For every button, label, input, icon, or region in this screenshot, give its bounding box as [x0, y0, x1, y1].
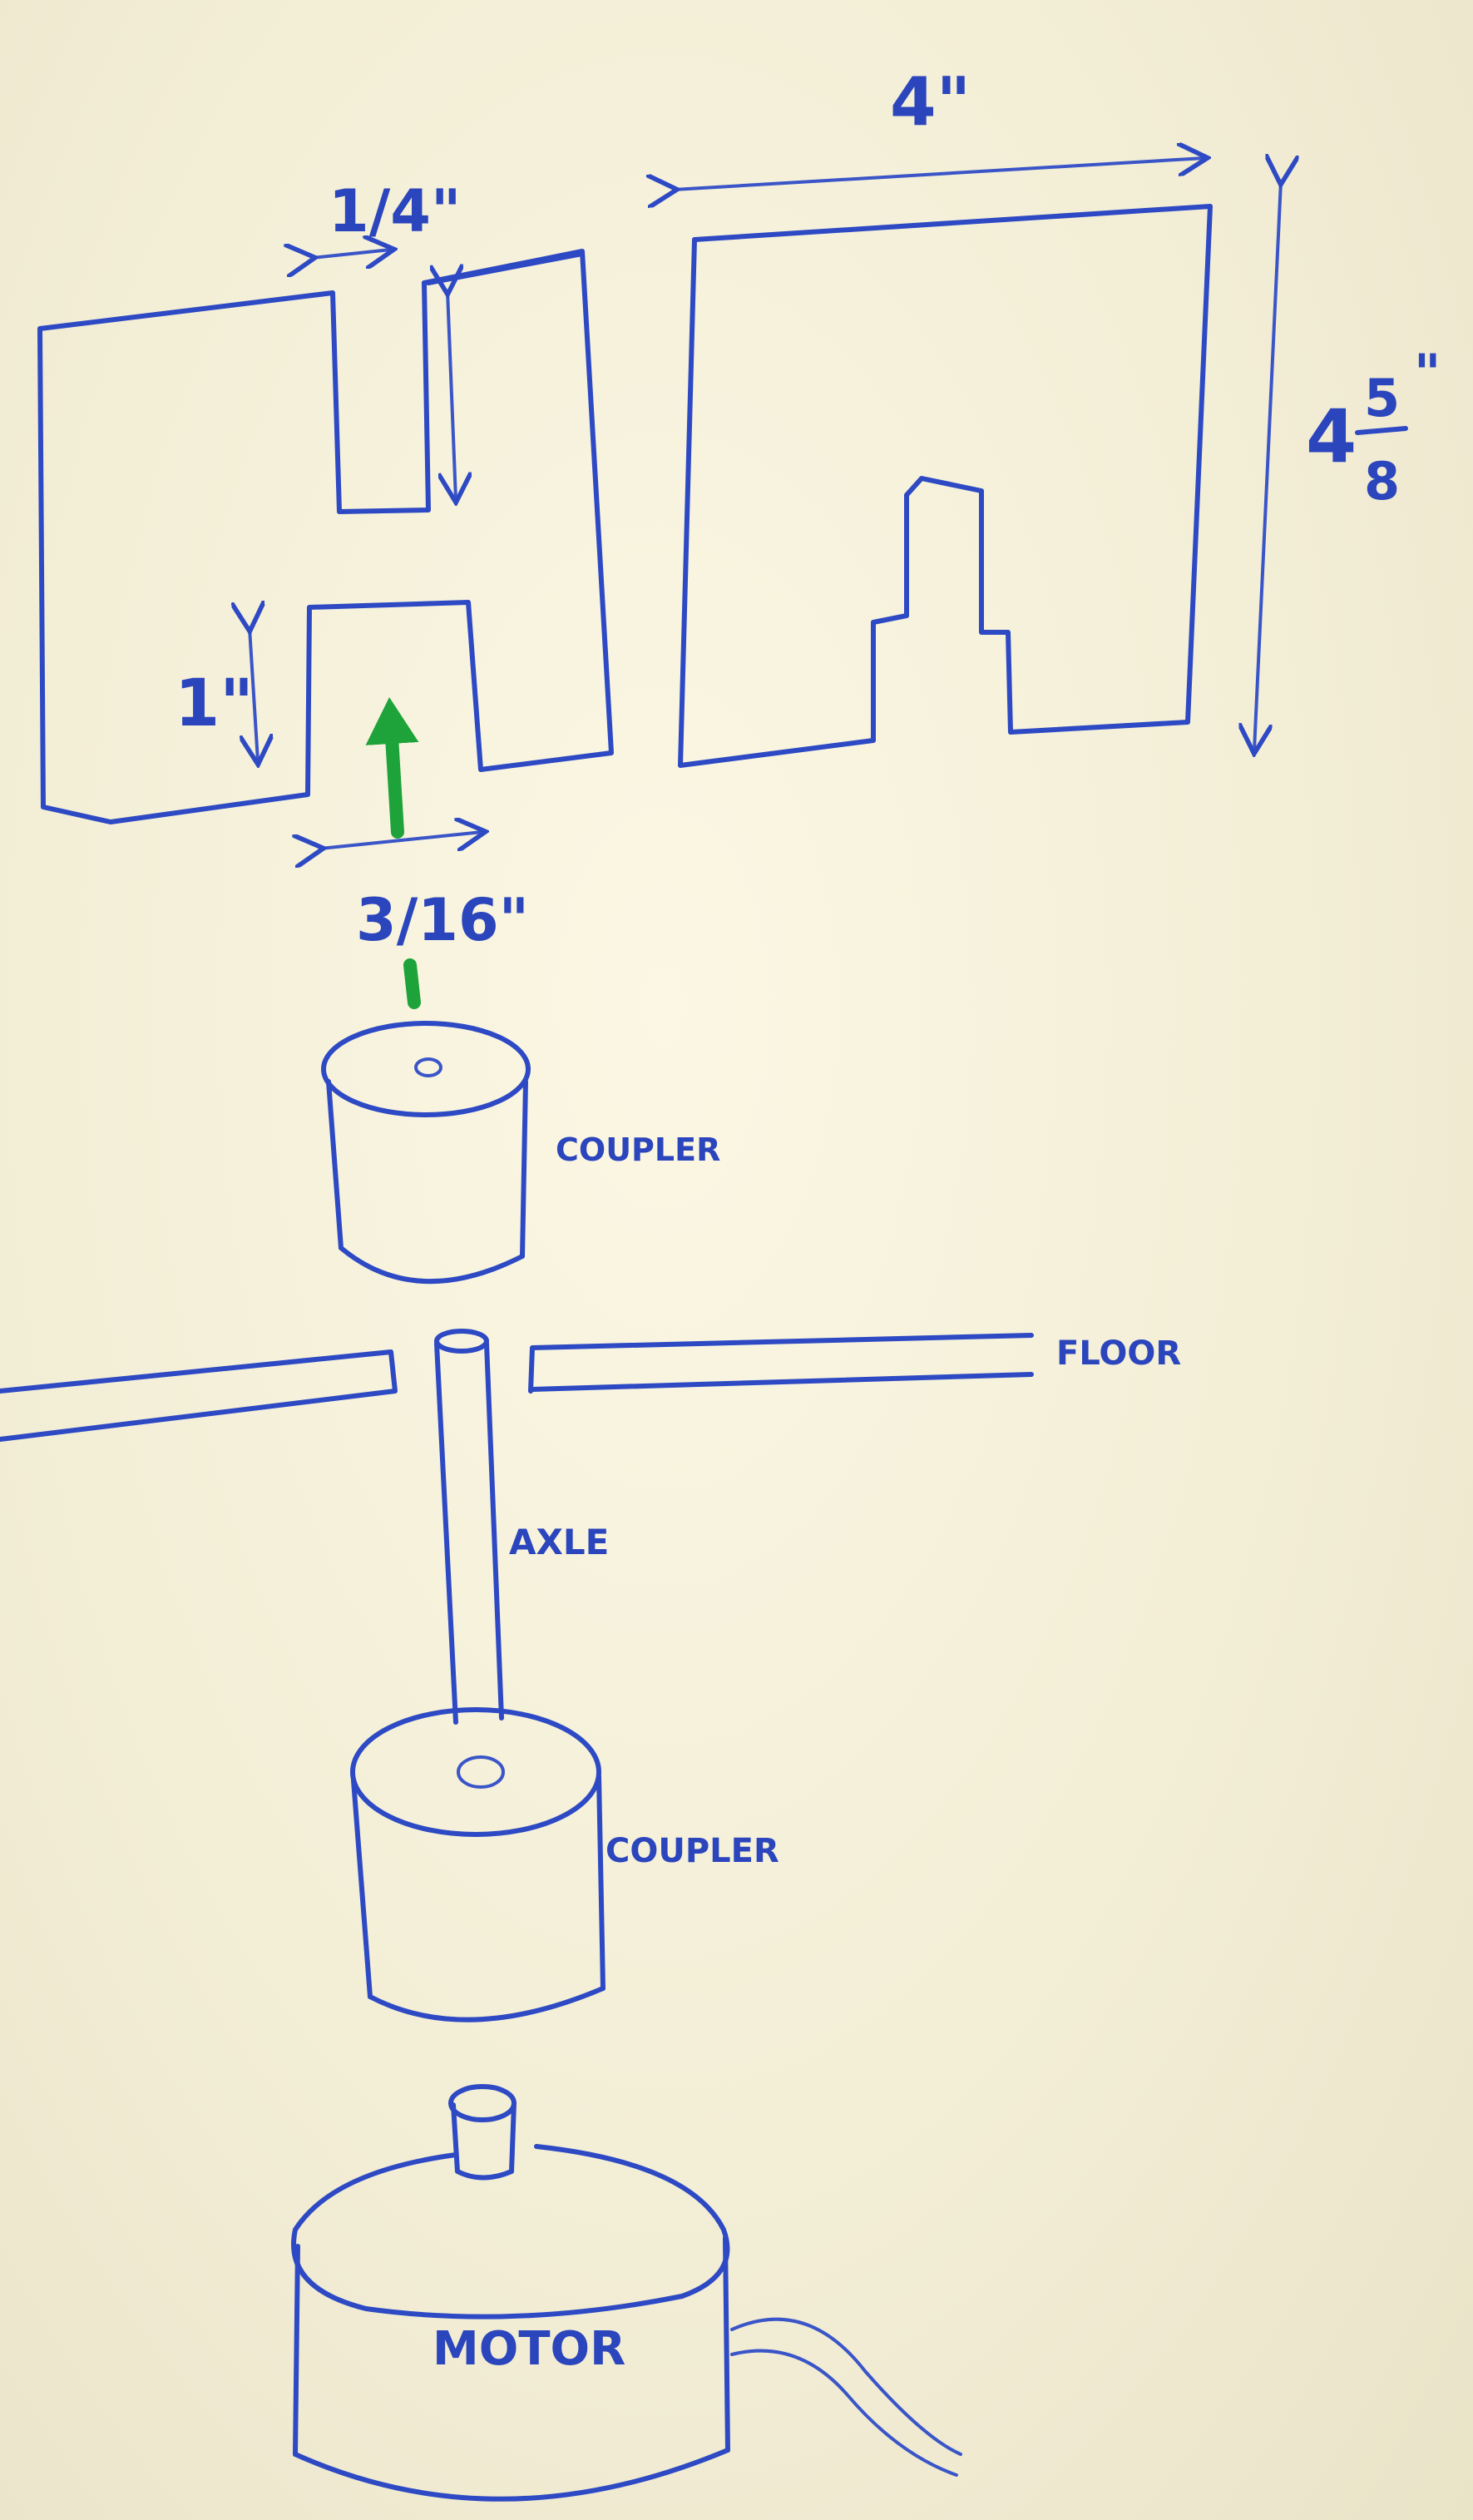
- quarter-inch-dimension-arrow: [312, 250, 391, 258]
- floor-label: FLOOR: [1056, 1334, 1181, 1373]
- top-coupler: COUPLER: [321, 1021, 720, 1285]
- motor-top: [291, 2144, 730, 2319]
- axle-label: AXLE: [509, 1522, 609, 1562]
- axle-right-side: [484, 1341, 504, 1720]
- insertion-arrow-dashes: [403, 958, 421, 1009]
- top-coupler-label: COUPLER: [556, 1131, 720, 1168]
- left-plate-top-edge-right: [426, 251, 585, 285]
- motor-shaft-top: [448, 2084, 517, 2122]
- one-inch-dimension-arrow: [250, 628, 258, 761]
- three-sixteenths-label: 3/16": [356, 886, 529, 954]
- floor-left-section: [0, 1349, 398, 1442]
- bottom-coupler-bottom: [368, 1986, 606, 2022]
- three-sixteenths-dimension-arrow: [320, 832, 482, 849]
- height-numerator: 5: [1364, 368, 1400, 428]
- four-inch-label: 4": [890, 63, 971, 141]
- motor-right-side: [723, 2235, 730, 2453]
- left-plate: 1/4" 1" 3/16": [37, 177, 614, 954]
- four-inch-dimension-arrow: [674, 158, 1204, 190]
- bottom-coupler: COUPLER: [350, 1707, 779, 2022]
- top-slot-depth-arrow: [447, 291, 456, 499]
- motor-label: MOTOR: [433, 2322, 625, 2376]
- top-coupler-left-side: [326, 1079, 344, 1250]
- insertion-arrow-shaft: [365, 697, 419, 839]
- bottom-coupler-bore: [457, 1755, 505, 1789]
- bottom-coupler-rim: [350, 1707, 601, 1837]
- bottom-coupler-label: COUPLER: [606, 1832, 779, 1870]
- motor-left-side: [293, 2244, 300, 2457]
- bottom-coupler-left-side: [351, 1778, 373, 1999]
- floor-right-section: [528, 1333, 1034, 1394]
- motor: MOTOR: [291, 2084, 962, 2502]
- one-inch-label: 1": [175, 666, 254, 741]
- top-coupler-bore: [414, 1057, 442, 1077]
- top-coupler-rim: [321, 1021, 531, 1117]
- axle-left-side: [434, 1341, 458, 1725]
- axle: AXLE: [434, 1329, 609, 1725]
- top-coupler-bottom: [339, 1245, 525, 1285]
- motor-cable: [730, 2317, 962, 2477]
- height-inch-mark: ": [1414, 343, 1441, 403]
- insertion-arrow: [365, 697, 421, 1009]
- height-denominator: 8: [1364, 451, 1400, 512]
- motor-shaft: [451, 2101, 517, 2181]
- bottom-coupler-right-side: [596, 1774, 606, 1991]
- axle-top: [434, 1329, 489, 1354]
- motor-bottom: [293, 2448, 730, 2502]
- left-plate-outline: [37, 249, 614, 824]
- height-dimension-arrow: [1254, 181, 1281, 750]
- quarter-inch-label: 1/4": [329, 177, 461, 245]
- four-and-five-eighths-label: 4 5 8 ": [1306, 343, 1441, 512]
- height-fraction-bar: [1355, 426, 1408, 435]
- right-plate: 4" 4 5 8 ": [674, 63, 1441, 768]
- top-coupler-right-side: [520, 1079, 528, 1259]
- floor: FLOOR: [0, 1333, 1181, 1442]
- right-plate-outline: [678, 204, 1213, 768]
- height-whole-number: 4: [1306, 394, 1357, 479]
